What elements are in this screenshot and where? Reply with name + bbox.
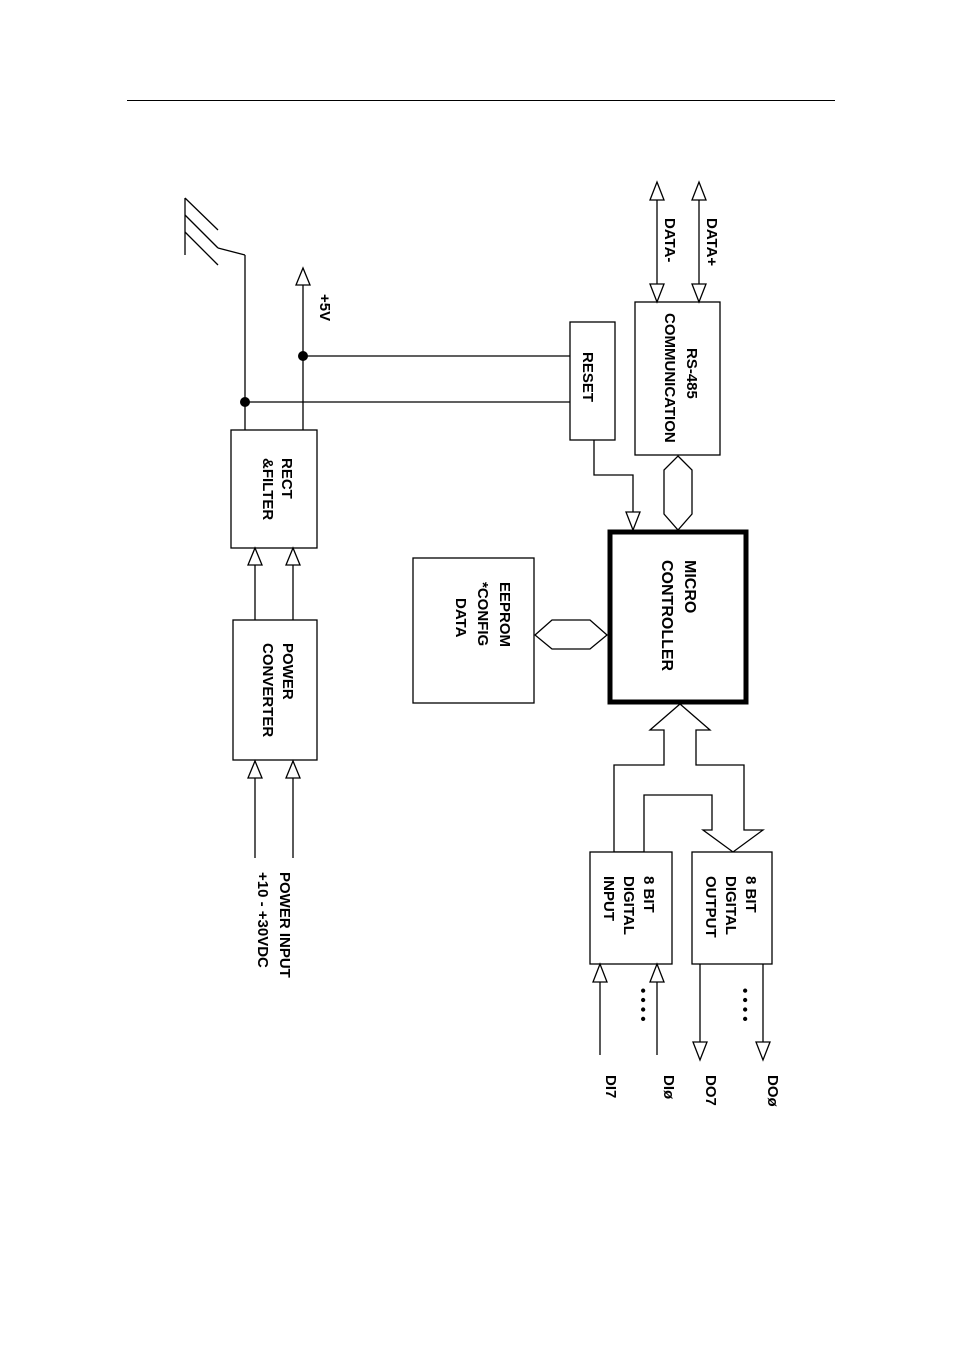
converter-to-rect-arrows: [248, 548, 300, 620]
di0-label: DIø: [660, 1075, 677, 1100]
do7-label: DO7: [702, 1075, 719, 1106]
reset-label: RESET: [579, 352, 596, 402]
digital-output-line3: OUTPUT: [702, 876, 719, 938]
junction-gnd: [240, 397, 250, 407]
digital-output-line2: DIGITAL: [722, 876, 739, 935]
micro-controller-line1: MICRO: [681, 560, 698, 613]
power-input-arrows: [248, 761, 300, 858]
digital-output-block: 8 BIT DIGITAL OUTPUT: [692, 852, 772, 964]
ground-symbol: [185, 198, 245, 430]
plus5v-label: +5V: [316, 294, 333, 321]
rect-filter-line1: RECT: [278, 458, 295, 499]
digital-input-line1: 8 BIT: [640, 876, 657, 913]
eeprom-line2: *CONFIG: [474, 582, 491, 646]
rect-filter-line2: &FILTER: [259, 458, 276, 520]
digital-output-line1: 8 BIT: [742, 876, 759, 913]
digital-input-line2: DIGITAL: [620, 876, 637, 935]
rs485-block: RS-485 COMMUNICATION: [635, 302, 720, 455]
digital-input-block: 8 BIT DIGITAL INPUT: [590, 852, 672, 964]
power-input-label: POWER INPUT: [276, 872, 293, 978]
power-converter-line2: CONVERTER: [259, 643, 276, 737]
digital-io-bus-outline: [614, 704, 763, 852]
do-arrows: [693, 964, 770, 1060]
digital-input-line3: INPUT: [600, 876, 617, 921]
plus5v-line: [296, 268, 310, 430]
do-dots: • • • •: [736, 988, 753, 1022]
di-dots: • • • •: [634, 988, 651, 1022]
di-arrows: [593, 964, 664, 1055]
reset-to-micro-line: [594, 440, 640, 530]
micro-controller-block: MICRO CONTROLLER: [610, 532, 746, 702]
junction-5v: [298, 351, 308, 361]
power-input-range: +10 - +30VDC: [254, 872, 271, 968]
eeprom-line3: DATA: [452, 598, 469, 638]
data-minus-label: DATA-: [661, 218, 678, 262]
rs485-line1: RS-485: [683, 348, 700, 399]
micro-controller-line2: CONTROLLER: [658, 560, 675, 672]
eeprom-block: EEPROM *CONFIG DATA: [413, 558, 534, 703]
eeprom-line1: EEPROM: [496, 582, 513, 647]
rs485-line2: COMMUNICATION: [661, 313, 678, 443]
do0-label: DOø: [764, 1075, 781, 1108]
rs485-micro-bus: [664, 456, 692, 530]
data-plus-label: DATA+: [703, 218, 720, 266]
eeprom-micro-bus: [535, 620, 607, 649]
rect-filter-block: RECT &FILTER: [231, 430, 317, 548]
di7-label: DI7: [602, 1075, 619, 1098]
power-converter-line1: POWER: [279, 643, 296, 700]
reset-block: RESET: [570, 322, 615, 440]
power-converter-block: POWER CONVERTER: [233, 620, 317, 760]
